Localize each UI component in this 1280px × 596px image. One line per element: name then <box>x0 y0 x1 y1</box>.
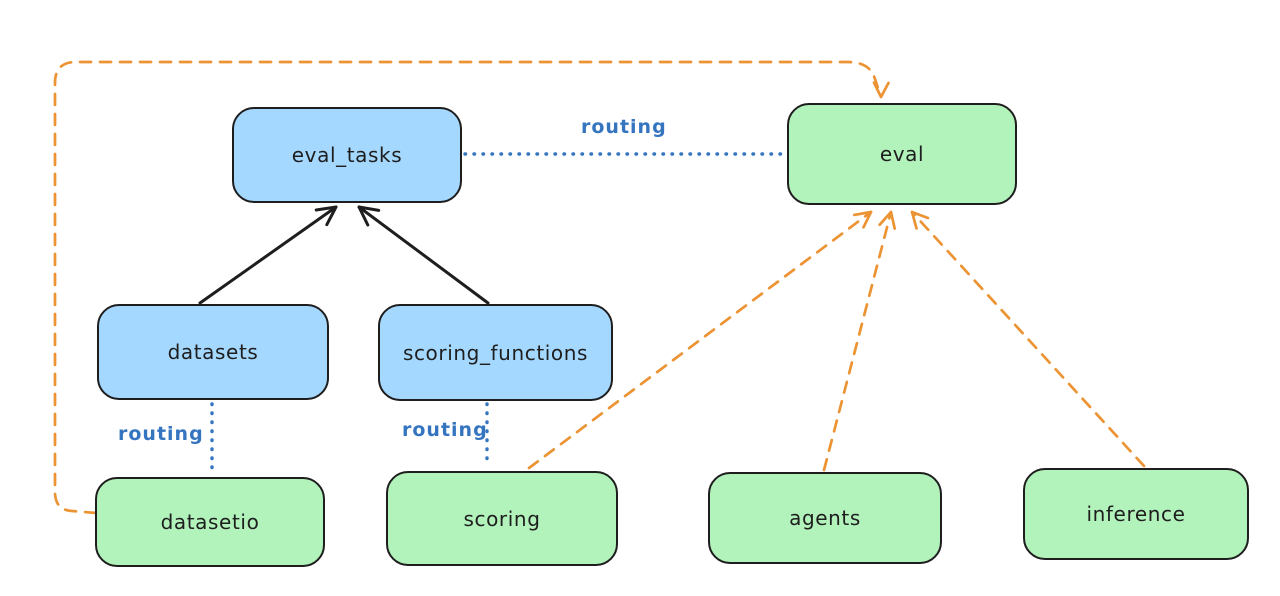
edge-scoring-functions-to-eval-tasks <box>357 205 490 305</box>
node-label-datasetio: datasetio <box>160 510 260 534</box>
node-inference: inference <box>1023 468 1249 560</box>
arrowhead-agents-to-eval <box>878 210 897 230</box>
routing-label-top: routing <box>581 116 667 138</box>
arrowhead-datasetio-loop-to-eval <box>872 81 890 99</box>
edge-agents-to-eval <box>822 210 893 472</box>
node-scoring: scoring <box>386 471 618 566</box>
node-label-agents: agents <box>789 506 861 530</box>
node-scoring-functions: scoring_functions <box>378 304 613 401</box>
edge-scoring-to-eval <box>527 210 873 470</box>
routing-label-scoring: routing <box>402 419 488 441</box>
arrowhead-datasets-to-eval-tasks <box>314 205 338 227</box>
arrowhead-inference-to-eval <box>910 210 930 230</box>
node-eval-tasks: eval_tasks <box>232 107 462 203</box>
edge-datasets-to-eval-tasks <box>198 205 338 305</box>
node-label-eval: eval <box>879 142 925 166</box>
node-agents: agents <box>708 472 942 564</box>
node-label-scoring: scoring <box>463 506 541 531</box>
edge-inference-to-eval <box>910 210 1146 468</box>
node-label-inference: inference <box>1086 502 1186 526</box>
arrowhead-scoring-functions-to-eval-tasks <box>357 205 381 227</box>
node-datasets: datasets <box>97 304 329 400</box>
arrowhead-scoring-to-eval <box>852 210 873 229</box>
node-label-eval-tasks: eval_tasks <box>291 143 403 167</box>
node-eval: eval <box>787 103 1017 205</box>
edge-datasetio-loop-to-eval <box>53 60 882 515</box>
node-datasetio: datasetio <box>95 477 325 567</box>
node-label-datasets: datasets <box>167 340 259 364</box>
node-label-scoring-functions: scoring_functions <box>402 340 589 365</box>
routing-label-datasetio: routing <box>118 423 204 445</box>
